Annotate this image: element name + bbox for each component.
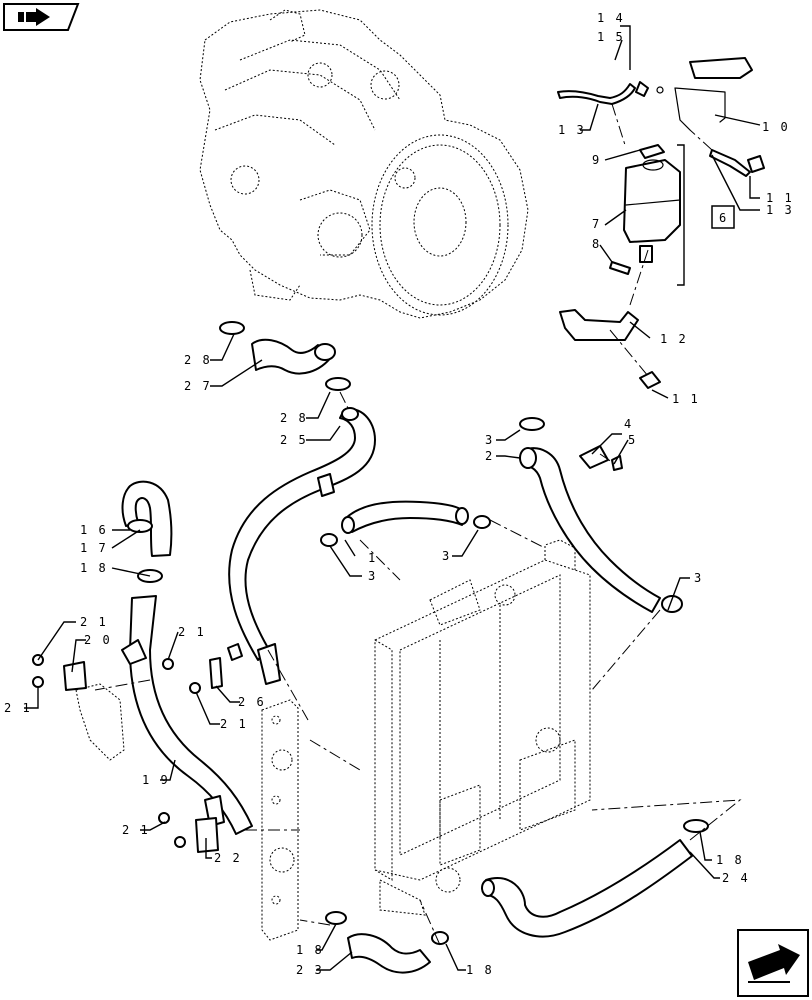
label-7: 7	[592, 217, 601, 231]
callout-labels: 1 4 1 5 1 0 1 3 9 1 1 1 3 6 7 8 1 2 1 1 …	[4, 11, 794, 977]
label-14: 1 4	[597, 11, 625, 25]
label-27: 2 7	[184, 379, 212, 393]
label-2: 2	[485, 449, 494, 463]
label-8: 8	[592, 237, 601, 251]
label-9: 9	[592, 153, 601, 167]
label-21c: 2 1	[178, 625, 206, 639]
label-12: 1 2	[660, 332, 688, 346]
label-5: 5	[628, 433, 637, 447]
shroud-panel	[261, 699, 299, 941]
label-18b: 1 8	[716, 853, 744, 867]
expansion-tank-group	[557, 57, 765, 389]
hose-2	[519, 417, 683, 613]
label-19: 1 9	[142, 773, 170, 787]
label-3b: 3	[368, 569, 377, 583]
label-13b: 1 3	[766, 203, 794, 217]
hose-24	[481, 819, 709, 938]
leader-lines	[24, 25, 761, 971]
label-3c: 3	[442, 549, 451, 563]
label-25: 2 5	[280, 433, 308, 447]
label-3a: 3	[485, 433, 494, 447]
label-21a: 2 1	[80, 615, 108, 629]
label-21e: 2 1	[122, 823, 150, 837]
hose-25	[227, 391, 376, 685]
label-15: 1 5	[597, 30, 625, 44]
routing-lines	[94, 519, 742, 946]
label-22: 2 2	[214, 851, 242, 865]
hose-1	[320, 500, 491, 547]
bracket-26	[162, 657, 223, 694]
label-28b: 2 8	[280, 411, 308, 425]
label-6: 6	[719, 211, 728, 225]
label-4: 4	[624, 417, 633, 431]
bracket-20	[32, 654, 125, 761]
hose-27	[219, 321, 351, 391]
label-1: 1	[368, 551, 377, 565]
label-26: 2 6	[238, 695, 266, 709]
label-13a: 1 3	[558, 123, 586, 137]
label-11a: 1 1	[766, 191, 794, 205]
next-page-arrow-icon[interactable]	[737, 929, 809, 997]
label-17: 1 7	[80, 541, 108, 555]
label-18a: 1 8	[80, 561, 108, 575]
group-box-6	[711, 205, 735, 229]
pipe-19	[121, 595, 253, 835]
label-23: 2 3	[296, 963, 324, 977]
label-21b: 2 1	[4, 701, 32, 715]
label-3d: 3	[694, 571, 703, 585]
label-16: 1 6	[80, 523, 108, 537]
label-20: 2 0	[84, 633, 112, 647]
bracket-22	[158, 812, 219, 853]
label-11b: 1 1	[672, 392, 700, 406]
label-28a: 2 8	[184, 353, 212, 367]
book-arrow-icon[interactable]	[3, 3, 80, 31]
label-10: 1 0	[762, 120, 790, 134]
label-18d: 1 8	[466, 963, 494, 977]
engine-block	[199, 9, 529, 319]
hose-16	[121, 480, 173, 583]
radiator	[374, 539, 591, 916]
label-18c: 1 8	[296, 943, 324, 957]
label-24: 2 4	[722, 871, 750, 885]
label-21d: 2 1	[220, 717, 248, 731]
